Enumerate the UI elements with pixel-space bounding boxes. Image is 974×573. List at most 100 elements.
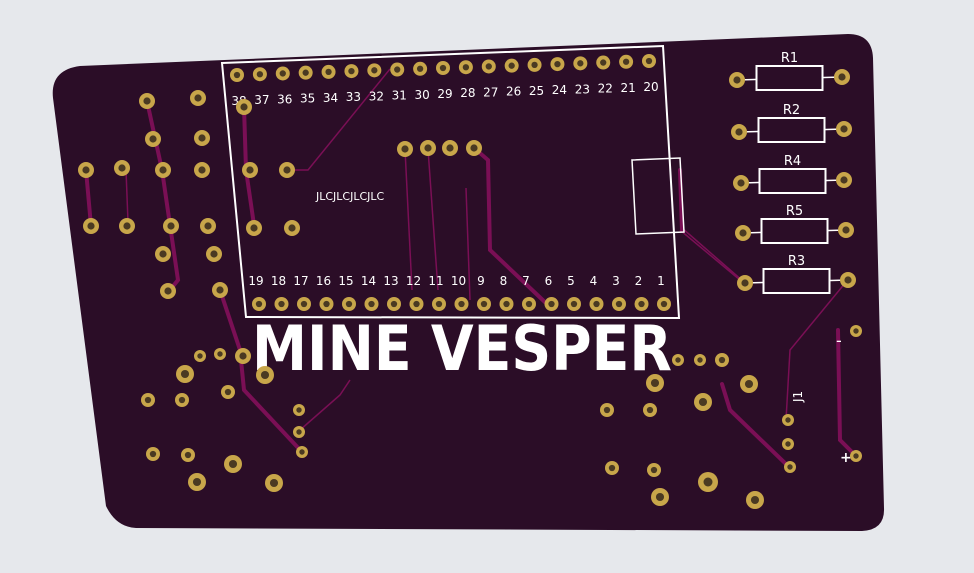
through-hole-pad (256, 366, 274, 384)
through-hole-pad (782, 414, 794, 426)
module-pin-label-bottom: 1 (657, 274, 665, 288)
module-outline (220, 44, 681, 320)
module-pin-label-bottom: 12 (406, 274, 421, 288)
module-pin-label-top: 34 (323, 91, 338, 105)
through-hole-pad (190, 90, 206, 106)
module-pin-label-bottom: 11 (428, 274, 443, 288)
resistor-label: R3 (788, 254, 805, 269)
through-hole-pad (194, 350, 206, 362)
module-pin-label-bottom: 13 (383, 274, 398, 288)
module-pin-label-bottom: 6 (545, 274, 553, 288)
module-pin-pad-top (344, 64, 359, 79)
through-hole-pad (160, 283, 176, 299)
through-hole-pad (850, 450, 862, 462)
module-pin-pad-bottom (657, 297, 671, 311)
module-bottom-pads (252, 297, 671, 311)
module-pin-label-top: 28 (460, 86, 475, 100)
module-pin-pad-bottom (544, 297, 559, 311)
module-pin-pad-bottom (364, 297, 379, 311)
module-pin-label-top: 24 (552, 83, 567, 97)
module-pin-pad-bottom (252, 297, 266, 311)
module-pin-label-top: 29 (437, 87, 452, 101)
module-pin-label-bottom: 17 (293, 274, 308, 288)
module-pin-pad-top (367, 63, 382, 78)
through-hole-pad (236, 99, 252, 115)
module-pin-pad-top (596, 55, 611, 70)
module-pin-pad-top (573, 56, 588, 71)
through-hole-pad (181, 448, 195, 462)
module-pin-label-top: 27 (483, 85, 498, 99)
resistor-pad (840, 272, 856, 288)
module-pin-label-bottom: 15 (338, 274, 353, 288)
module-pin-pad-top (390, 62, 405, 77)
resistor-r3: R3 (737, 254, 856, 294)
module-pin-pad-top (527, 57, 542, 72)
module-pin-pad-top (275, 66, 290, 81)
module-pin-pad-bottom (297, 297, 311, 311)
module-pin-label-bottom: 9 (477, 274, 485, 288)
through-hole-pad (600, 403, 614, 417)
module-pin-label-bottom: 8 (500, 274, 508, 288)
through-hole-pad (466, 140, 482, 156)
module-pin-label-top: 31 (392, 89, 407, 103)
resistor-pad (729, 72, 745, 88)
board-title: MINE VESPER (252, 312, 672, 385)
through-hole-pad (146, 447, 160, 461)
module-pin-label-top: 33 (346, 90, 361, 104)
module-pin-label-top: 21 (620, 81, 635, 95)
module-pin-label-bottom: 10 (451, 274, 466, 288)
module-pin-pad-bottom (612, 297, 626, 311)
module-pin-label-top: 26 (506, 85, 521, 99)
module-pin-pad-top (619, 54, 634, 69)
module-pin-label-top: 35 (300, 92, 315, 106)
module-pin-pad-bottom (409, 297, 424, 311)
module-pin-label-bottom: 7 (522, 274, 530, 288)
module-pin-label-bottom: 4 (590, 274, 598, 288)
module-pin-label-top: 36 (277, 92, 292, 106)
through-hole-pad (214, 348, 226, 360)
module-pin-pad-bottom (567, 297, 581, 311)
module-pin-label-bottom: 3 (612, 274, 620, 288)
through-hole-pad (265, 474, 283, 492)
module-pin-pad-top (230, 68, 244, 82)
through-hole-pad (176, 365, 194, 383)
module-pin-pad-bottom (432, 297, 446, 311)
resistor-r4: R4 (733, 154, 852, 194)
through-hole-pad (284, 220, 300, 236)
module-pin-pad-top (413, 61, 428, 76)
connector-minus-label: - (836, 331, 842, 350)
resistor-pad (836, 172, 852, 188)
through-hole-pad (420, 140, 436, 156)
through-hole-pad (651, 488, 669, 506)
resistor-label: R5 (786, 204, 803, 219)
module-pin-label-top: 22 (598, 82, 613, 96)
through-hole-pad (293, 404, 305, 416)
resistor-pad (836, 121, 852, 137)
module-pin-label-bottom: 2 (635, 274, 643, 288)
through-hole-pad (782, 438, 794, 450)
module-pin-pad-top (321, 64, 336, 79)
through-hole-pad (175, 393, 189, 407)
module-pin-label-bottom: 18 (271, 274, 286, 288)
module-pin-pad-top (642, 54, 656, 68)
through-hole-pad (715, 353, 729, 367)
through-hole-pad (647, 463, 661, 477)
through-hole-pad (740, 375, 758, 393)
module-pin-pad-bottom (274, 297, 289, 311)
module-pin-label-top: 20 (643, 80, 658, 94)
through-hole-pad (145, 131, 161, 147)
resistor-r1: R1 (729, 51, 850, 91)
resistor-label: R1 (781, 51, 798, 66)
through-hole-pad (850, 325, 862, 337)
through-hole-pad (698, 472, 718, 492)
through-hole-pad (155, 162, 171, 178)
resistor-r2: R2 (731, 103, 852, 143)
resistor-pad (735, 225, 751, 241)
module-pin-label-top: 30 (414, 88, 429, 102)
through-hole-pad (646, 374, 664, 392)
module-pin-pad-top (252, 67, 267, 82)
module-pin-label-top: 37 (254, 93, 269, 107)
